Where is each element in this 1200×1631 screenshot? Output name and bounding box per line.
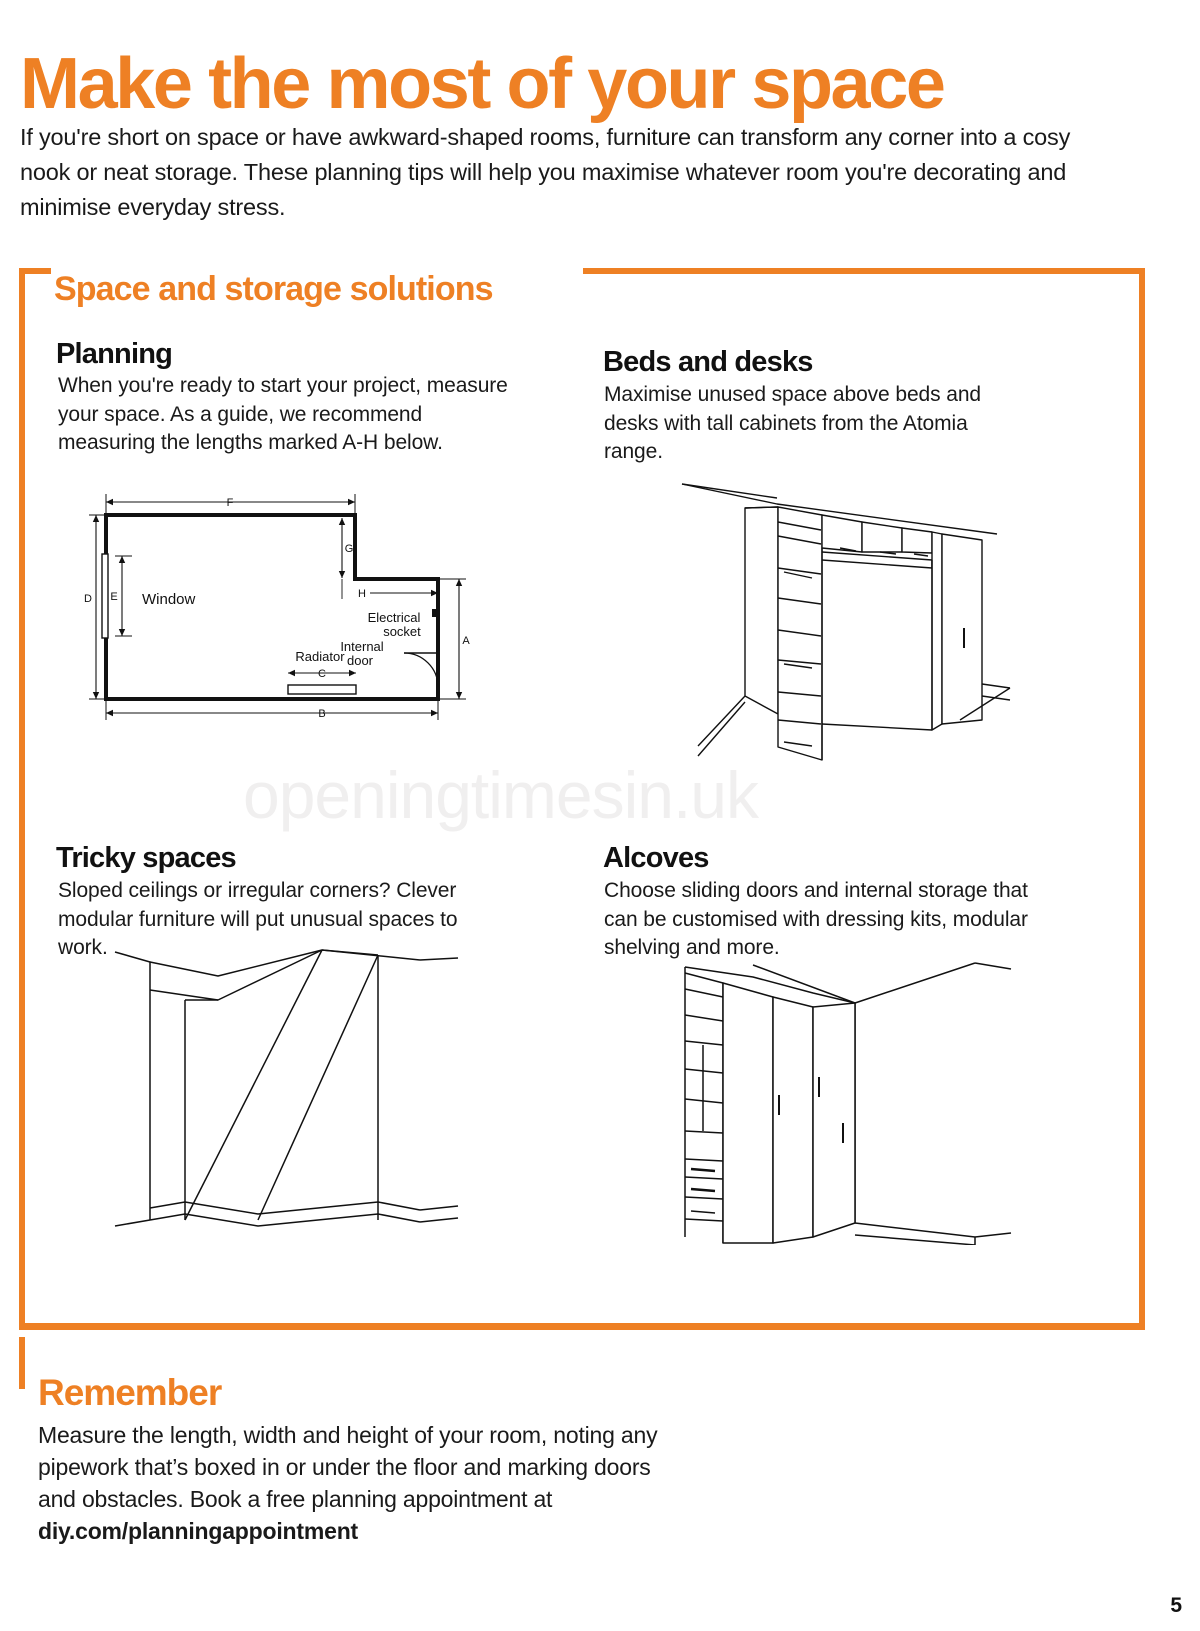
panel-border-top-right bbox=[583, 268, 1145, 274]
page-number: 5 bbox=[1170, 1594, 1182, 1617]
page-title: Make the most of your space bbox=[20, 44, 946, 125]
section-title-planning: Planning bbox=[56, 338, 173, 370]
section-body-alcoves: Choose sliding doors and internal storag… bbox=[604, 879, 1028, 959]
electrical-socket-symbol bbox=[432, 609, 438, 617]
intro-paragraph: If you're short on space or have awkward… bbox=[20, 123, 1071, 220]
dim-label-A: A bbox=[462, 635, 470, 647]
door-swing-arc bbox=[403, 652, 439, 688]
panel-border-bottom bbox=[19, 1323, 1145, 1330]
space-storage-panel bbox=[19, 268, 1145, 1330]
tall-cabinet-illustration bbox=[612, 452, 1012, 767]
floorplan-socket-label-1: Electrical bbox=[368, 610, 421, 625]
dim-label-E: E bbox=[110, 591, 117, 603]
planning-appointment-link[interactable]: diy.com/planningappointment bbox=[38, 1518, 359, 1544]
panel-border-left bbox=[19, 268, 25, 1330]
window-symbol bbox=[101, 553, 109, 639]
panel-border-right bbox=[1139, 268, 1145, 1330]
section-title-beds-and-desks: Beds and desks bbox=[603, 346, 813, 378]
dim-label-D: D bbox=[84, 593, 92, 605]
sloped-ceiling-illustration bbox=[110, 930, 460, 1235]
floorplan-door-label-1: Internal bbox=[340, 639, 383, 654]
dim-label-G: G bbox=[345, 543, 354, 555]
remember-body: Measure the length, width and height of … bbox=[38, 1419, 678, 1547]
section-title-alcoves: Alcoves bbox=[603, 842, 709, 874]
dim-label-H: H bbox=[358, 588, 366, 600]
section-body-planning: When you're ready to start your project,… bbox=[58, 374, 508, 454]
floorplan-door-label-2: door bbox=[347, 653, 374, 668]
section-body-beds-and-desks: Maximise unused space above beds and des… bbox=[604, 383, 981, 463]
panel-title: Space and storage solutions bbox=[54, 268, 501, 311]
section-body-tricky-spaces: Sloped ceilings or irregular corners? Cl… bbox=[58, 879, 458, 959]
floorplan-socket-label-2: socket bbox=[383, 624, 421, 639]
radiator-symbol bbox=[287, 684, 357, 695]
dim-label-F: F bbox=[227, 497, 234, 509]
dim-label-B: B bbox=[318, 708, 325, 720]
room-floorplan-diagram: F G H A D E B C Window Radiator Electric… bbox=[72, 466, 472, 771]
dim-label-C: C bbox=[318, 668, 326, 680]
panel-border-top-left bbox=[19, 268, 51, 274]
alcove-wardrobe-illustration bbox=[655, 945, 1015, 1250]
floorplan-radiator-label: Radiator bbox=[295, 649, 345, 664]
room-wall-outline bbox=[104, 513, 440, 701]
remember-body-text: Measure the length, width and height of … bbox=[38, 1422, 658, 1512]
section-title-tricky-spaces: Tricky spaces bbox=[56, 842, 237, 874]
floorplan-window-label: Window bbox=[142, 591, 196, 608]
remember-title: Remember bbox=[38, 1371, 222, 1413]
remember-accent-tick bbox=[19, 1337, 25, 1389]
